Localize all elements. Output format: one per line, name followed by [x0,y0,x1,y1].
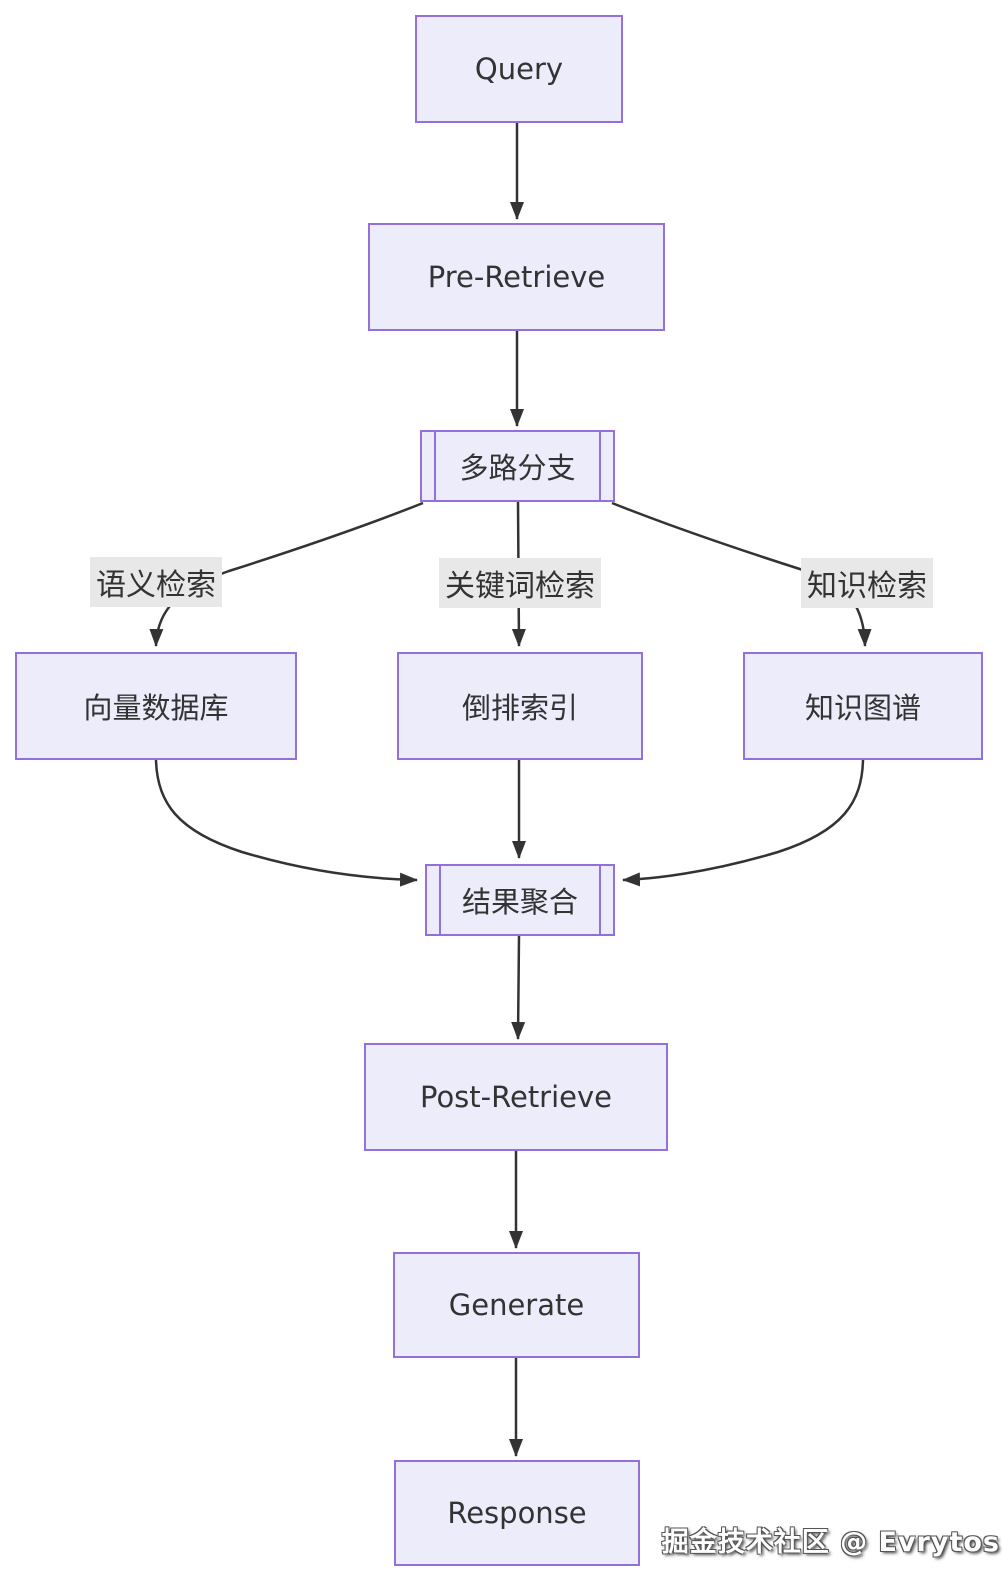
edge-aggregate-postretrieve [511,935,526,1040]
watermark-text: 掘金技术社区 @ Evrytos [661,1527,1000,1558]
edge-label-semantic-retrieval: 语义检索 [90,557,222,607]
node-post-retrieve-label: Post-Retrieve [419,1080,613,1114]
node-inverted-index: 倒排索引 [397,652,643,760]
node-response: Response [394,1460,640,1566]
node-knowledge-graph-label: 知识图谱 [804,691,921,725]
node-result-aggregation-label: 结果聚合 [461,885,578,919]
edge-branch-vectordb [149,501,424,647]
node-result-aggregation: 结果聚合 [425,864,615,936]
edge-vectordb-aggregate [154,759,418,887]
node-multi-branch-label: 多路分支 [459,451,576,485]
node-inverted-index-label: 倒排索引 [461,691,578,725]
edge-label-knowledge-retrieval: 知识检索 [801,558,933,608]
node-generate-label: Generate [448,1288,585,1322]
node-response-label: Response [447,1496,587,1530]
node-pre-retrieve: Pre-Retrieve [368,223,665,331]
edge-label-keyword-retrieval: 关键词检索 [439,558,601,608]
node-query-label: Query [474,52,564,86]
node-knowledge-graph: 知识图谱 [743,652,983,760]
node-pre-retrieve-label: Pre-Retrieve [427,260,606,294]
edge-knowledgegraph-aggregate [622,759,865,887]
node-vector-database-label: 向量数据库 [83,691,229,725]
node-multi-branch: 多路分支 [420,430,615,502]
node-generate: Generate [393,1252,640,1358]
node-post-retrieve: Post-Retrieve [364,1043,668,1151]
node-query: Query [415,15,623,123]
node-vector-database: 向量数据库 [15,652,297,760]
